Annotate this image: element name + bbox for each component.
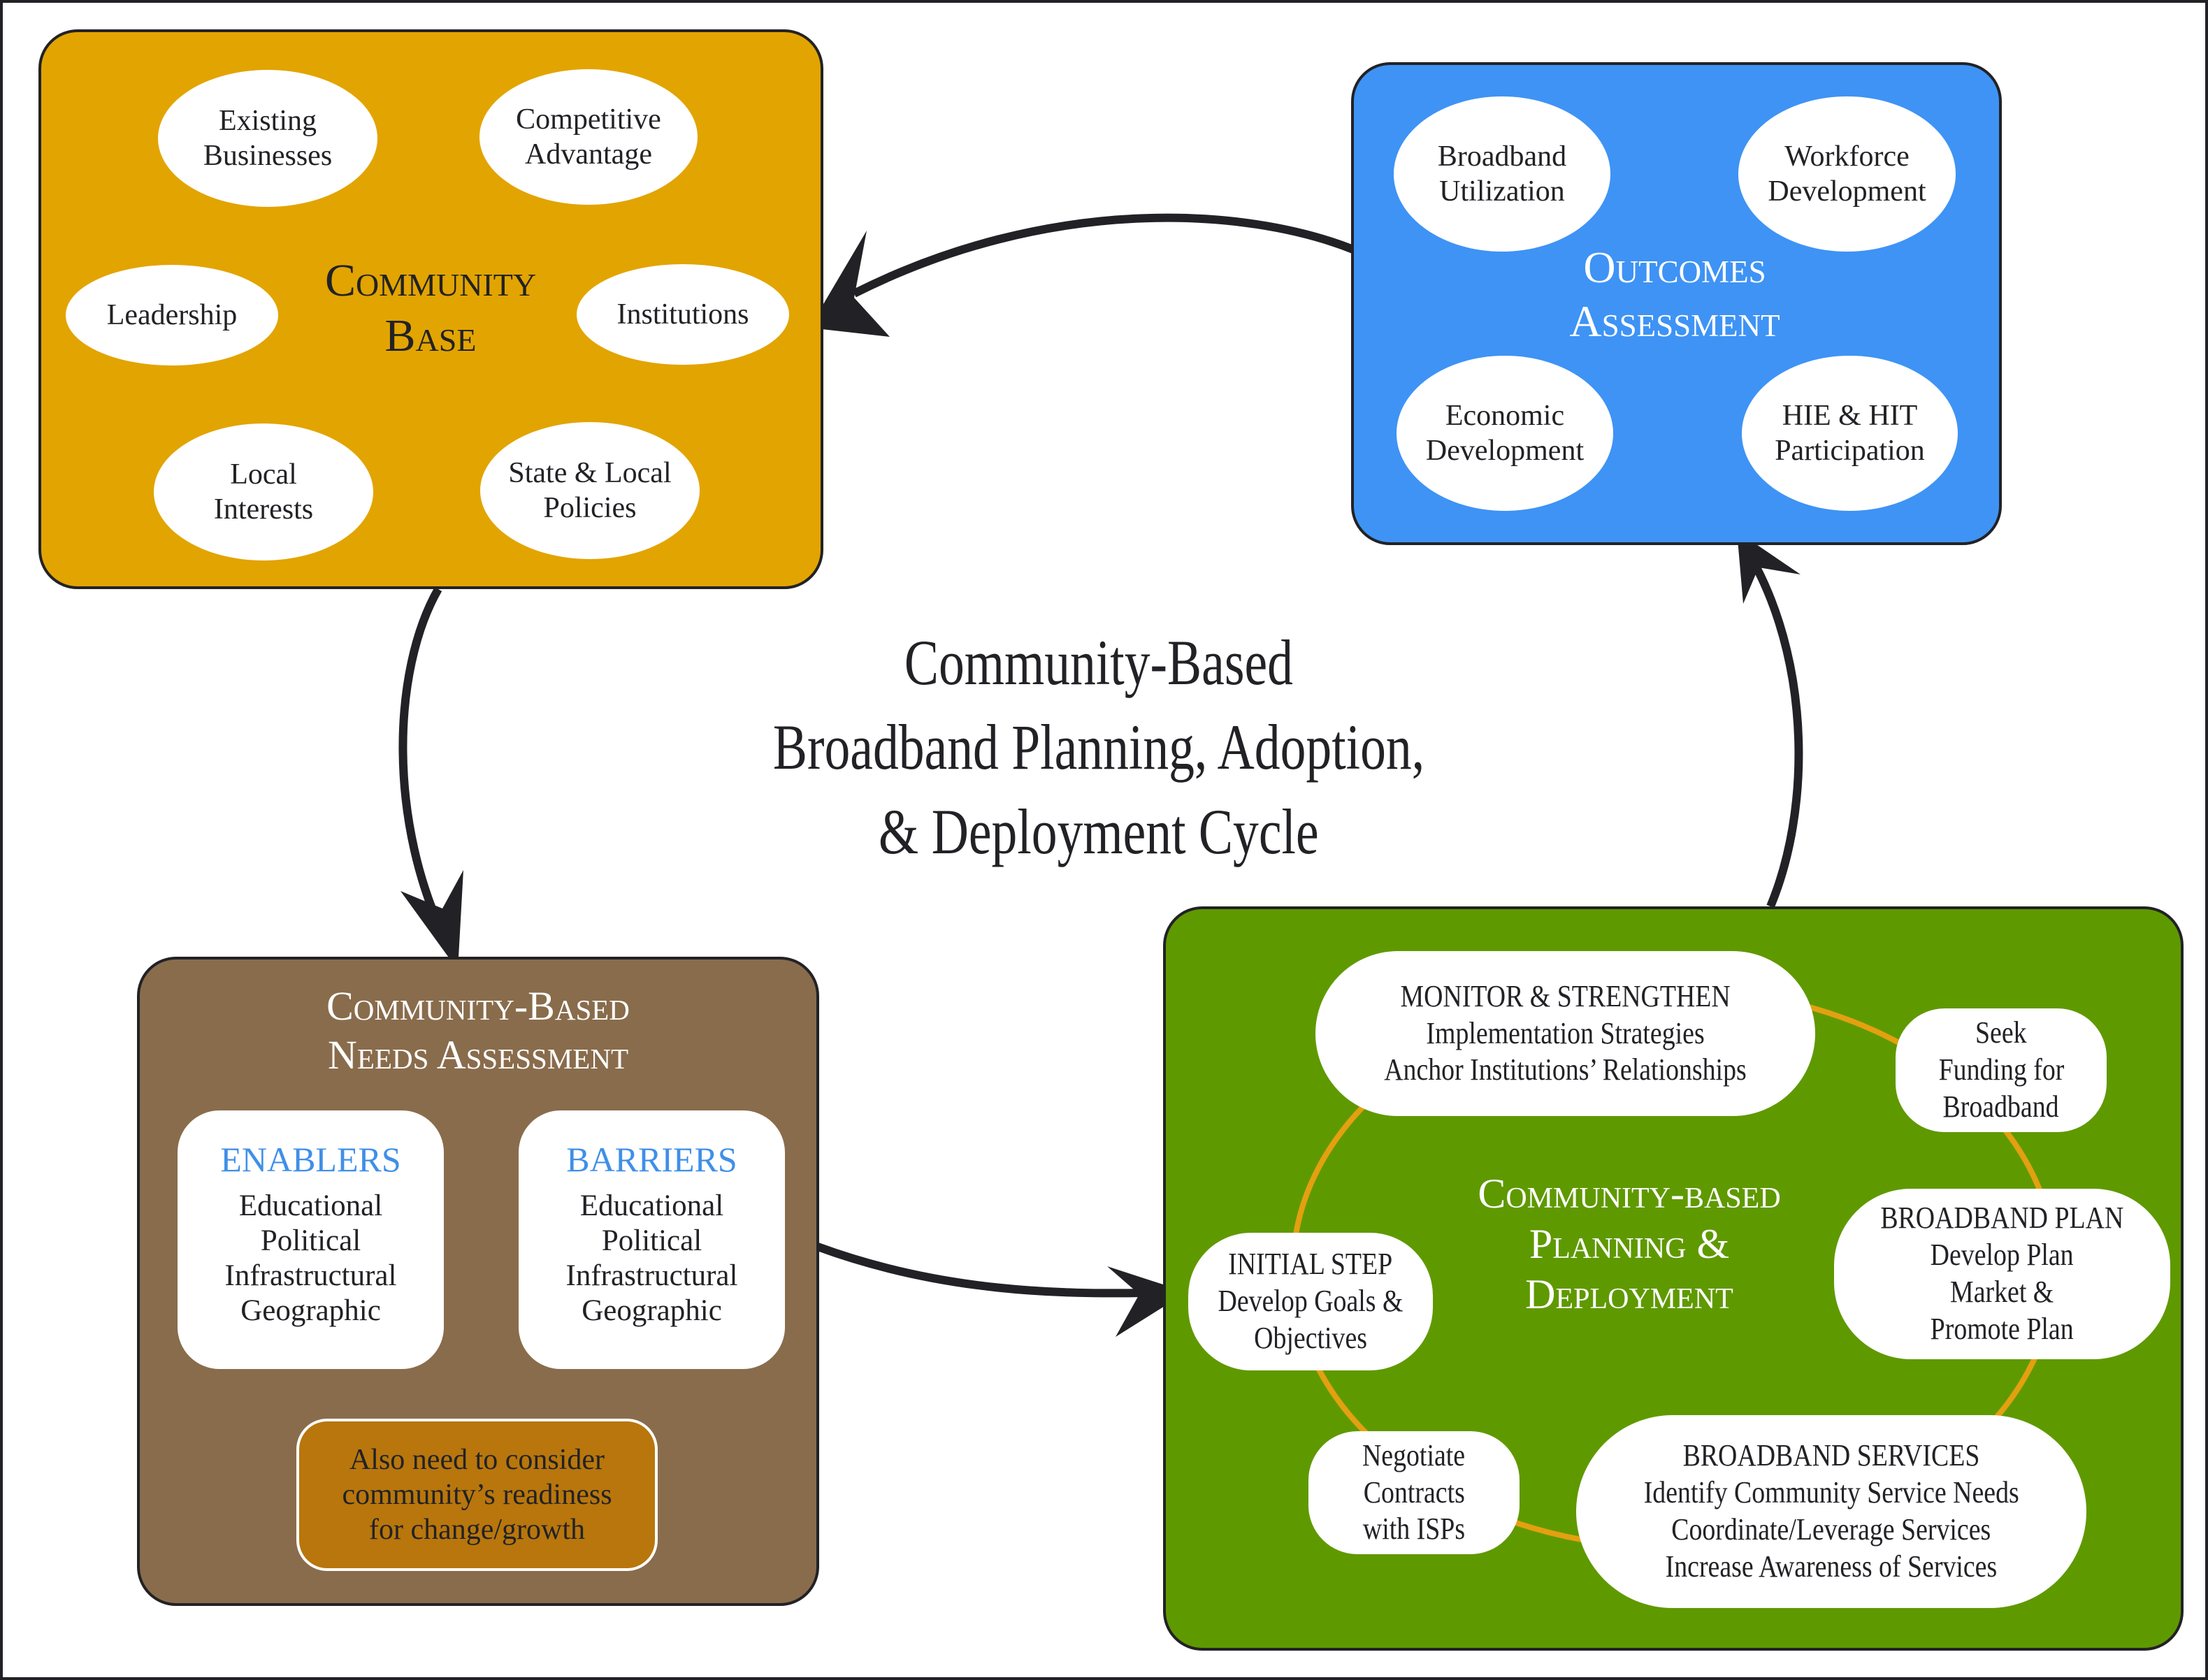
planning-deployment-title: Community-based Planning & Deployment bbox=[1478, 1171, 1781, 1317]
arrowhead-needs-to-planning bbox=[1107, 1266, 1187, 1337]
arrow-base-to-needs bbox=[398, 587, 452, 946]
outcomes-title: Outcomes Assessment bbox=[1569, 242, 1780, 346]
barriers-card: BARRIERS Educational Political Infrastru… bbox=[519, 1110, 785, 1369]
enablers-card: ENABLERS Educational Political Infrastru… bbox=[178, 1110, 444, 1369]
barriers-heading: BARRIERS bbox=[566, 1140, 737, 1179]
needs-assessment-title: Community-Based Needs Assessment bbox=[326, 983, 630, 1078]
community-base-item: Institutions bbox=[577, 264, 789, 365]
community-base-item: Leadership bbox=[66, 265, 278, 365]
arrowhead-base-to-needs bbox=[401, 870, 463, 970]
center-title: Community-Based Broadband Planning, Adop… bbox=[772, 627, 1425, 867]
step-seek-funding: Seek Funding for Broadband bbox=[1896, 1008, 2107, 1132]
enablers-heading: ENABLERS bbox=[220, 1140, 401, 1179]
arrow-outcomes-to-base bbox=[852, 213, 1355, 298]
step-initial-step: INITIAL STEP Develop Goals & Objectives bbox=[1188, 1233, 1433, 1370]
community-base-title: Community Base bbox=[324, 255, 537, 362]
readiness-note: Also need to consider community’s readin… bbox=[296, 1419, 658, 1571]
step-negotiate-contracts: Negotiate Contracts with ISPs bbox=[1308, 1431, 1520, 1554]
step-broadband-plan: BROADBAND PLAN Develop Plan Market & Pro… bbox=[1834, 1189, 2170, 1359]
step-monitor-strengthen: MONITOR & STRENGTHEN Implementation Stra… bbox=[1315, 951, 1815, 1116]
arrow-planning-to-outcomes bbox=[1752, 564, 1803, 908]
step-broadband-services: BROADBAND SERVICES Identify Community Se… bbox=[1576, 1415, 2086, 1608]
arrowhead-outcomes-to-base bbox=[809, 231, 890, 337]
arrow-needs-to-planning bbox=[816, 1243, 1147, 1298]
arrowhead-planning-to-outcomes bbox=[1737, 531, 1801, 604]
